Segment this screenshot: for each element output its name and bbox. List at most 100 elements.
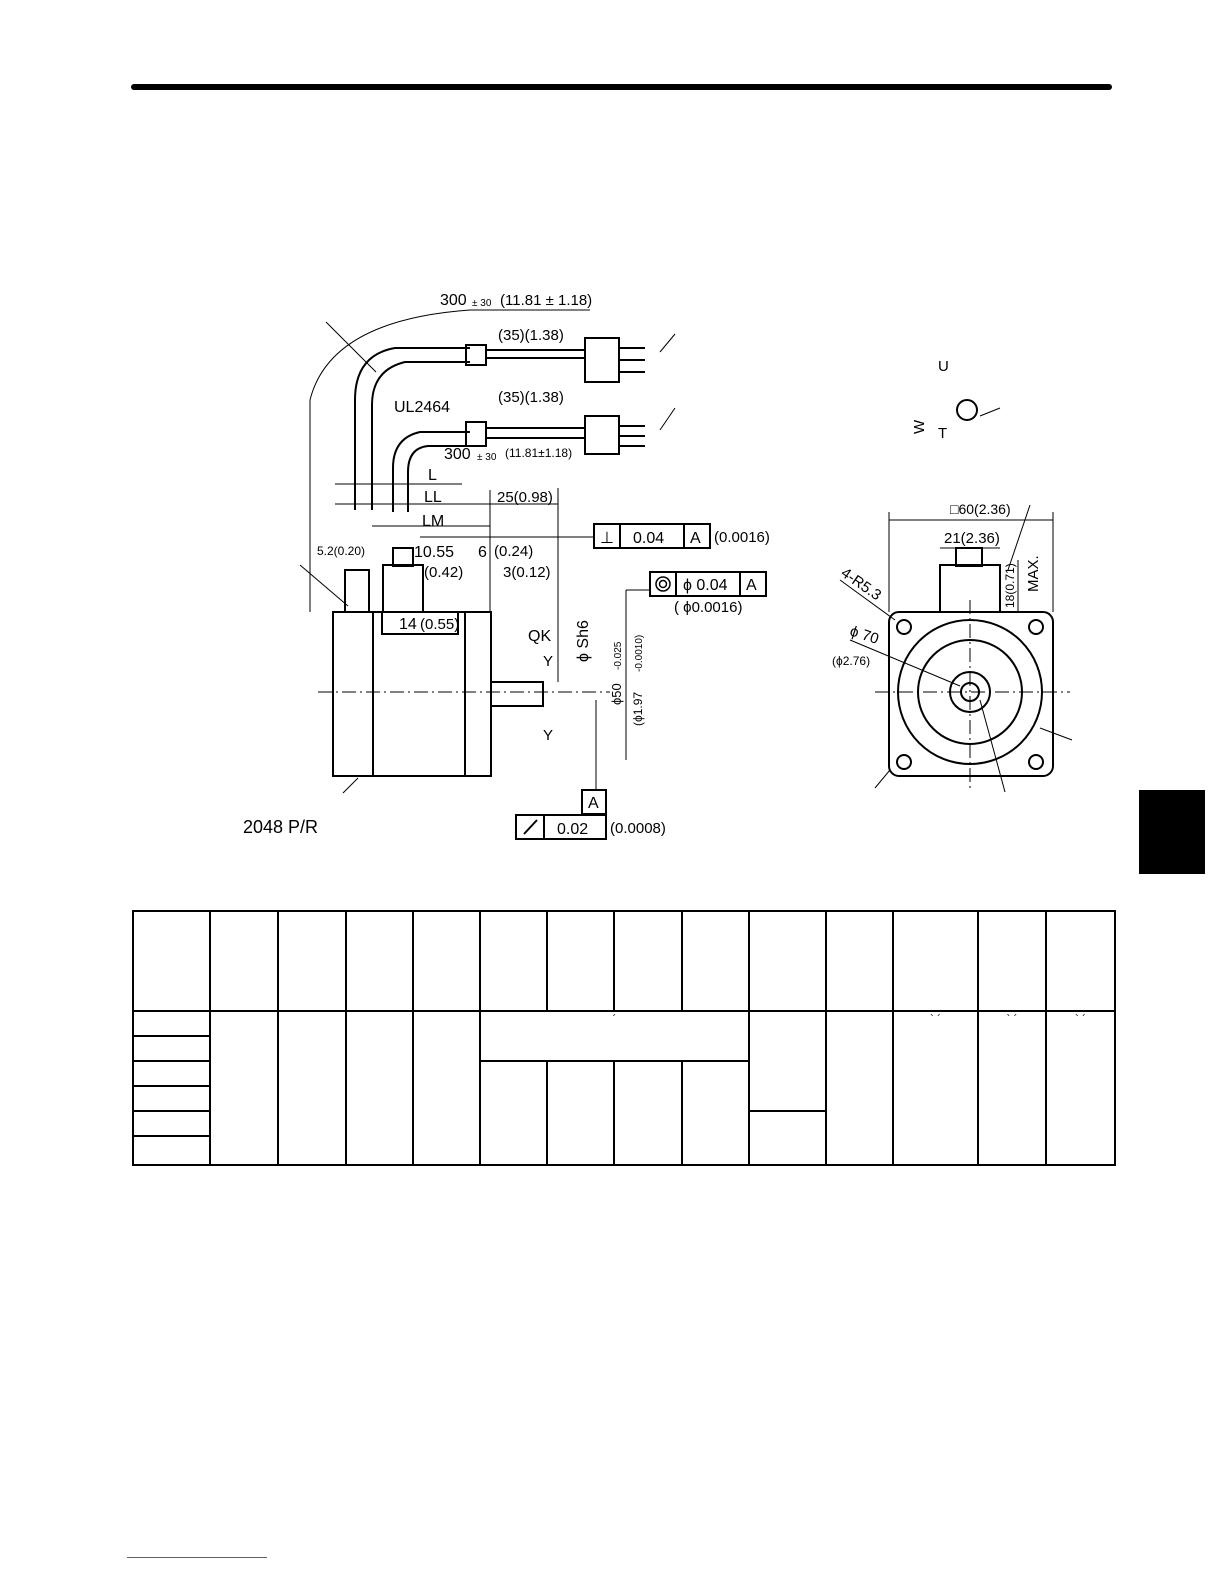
perp-symbol: ⊥ [600,530,614,547]
table-cell: ` ´ [1045,1009,1116,1167]
conc-value: ϕ 0.04 [683,577,728,594]
cable-length-2: 300 [444,446,471,463]
pcd: ϕ 70 [848,623,881,648]
cable-1 [354,347,470,510]
concentricity-frame: ϕ 0.04 A [649,571,767,597]
table-cell [479,910,548,1012]
table-cell [277,910,347,1012]
table-row [132,1134,1115,1167]
conc-inch: ( ϕ0.0016) [674,599,742,616]
dim-0-55: (0.55) [420,616,459,633]
cable-1-inner [371,361,470,510]
cable-type-label: UL2464 [394,399,450,416]
dim-14: 14 [399,616,417,633]
cable-2-inner [407,445,470,512]
flange-square [888,611,1054,777]
dim-L: L [428,467,437,484]
table-mark: ` ´ [1006,1011,1018,1026]
cable-tol-top: ± 30 [472,298,492,309]
dim-LM: LM [422,513,444,530]
dim-Y-top: Y [543,653,553,670]
dim-5-2: 5.2(0.20) [317,544,365,558]
motor-body [372,611,466,777]
table-row: ´ ` ´ ` ´ ` ´ [132,1009,1116,1167]
perpendicularity-frame: ⊥ 0.04 A [593,523,711,549]
key-T: T [938,425,947,442]
table-cell [412,910,481,1012]
dim-3: 3(0.12) [503,564,551,581]
model-cell [132,1084,211,1112]
connector-2 [584,415,620,455]
encoder-housing [332,611,374,777]
runout-frame: 0.02 [515,814,607,840]
table-row [132,1059,1115,1167]
chapter-tab [1139,790,1205,874]
connector-1 [584,337,620,383]
cable-length-top: 300 [440,292,467,309]
table-cell [479,1059,548,1167]
table-mark: ` ´ [929,1011,942,1026]
dim-0-24: (0.24) [494,543,533,560]
table-cell [892,910,979,1012]
model-cell [132,1009,211,1037]
pcd-inch: (ϕ2.76) [832,654,870,668]
perp-datum: A [690,530,701,547]
flange-dia-inch: (ϕ1.97 [631,692,645,726]
max-label: MAX. [1025,555,1042,592]
shaft [490,681,544,707]
table-row [132,1084,1115,1112]
mount-holes: 4-R5.3 [838,564,885,604]
table-header-row [132,910,1116,1012]
top-rule [131,84,1112,90]
footer-link-underline[interactable] [127,1557,267,1558]
table-cell [412,1009,481,1167]
table-cell [277,1009,347,1167]
runout-value: 0.02 [557,821,588,838]
table-cell [546,1059,615,1167]
table-row [132,1109,1115,1167]
flange-tol-inch: -0.0010) [634,635,645,672]
table-cell [977,910,1047,1012]
cable-2 [392,431,470,512]
key-W: W [911,419,928,434]
table-cell [132,910,211,1012]
table-cell [681,910,750,1012]
cable-2-sleeve [465,421,487,447]
perp-value: 0.04 [633,530,664,547]
model-cell [132,1109,211,1137]
dim-0-42: (0.42) [424,564,463,581]
runout-inch: (0.0008) [610,820,666,837]
table-cell [681,1059,750,1167]
dimension-table: ´ ` ´ ` ´ ` ´ [132,910,1116,1167]
cable-1-sleeve [465,344,487,366]
flange-dia: ϕ50 [609,683,624,705]
table-cell [1045,910,1116,1012]
table-cell [546,910,615,1012]
datum-A: A [588,795,599,812]
dim-6: 6 [478,544,487,561]
table-cell [345,910,414,1012]
table-cell: ` ´ [977,1009,1047,1167]
table-cell [613,910,683,1012]
table-cell [345,1009,414,1167]
table-mark: ´ [612,1011,617,1026]
table-cell: ` ´ [892,1009,979,1167]
key-U: U [938,358,949,375]
power-connector [382,564,424,613]
perp-inch: (0.0016) [714,529,770,546]
table-cell [209,910,279,1012]
square-flange-dim: □60(2.36) [950,501,1011,517]
table-cell [748,1009,827,1112]
cable-tol-2: ± 30 [477,452,497,463]
cable-length-2-inch: (11.81±1.18) [505,446,572,460]
shaft-key-section [956,399,978,421]
dim-21: 21(2.36) [944,530,1000,547]
dim-Y-bottom: Y [543,727,553,744]
model-cell [132,1059,211,1087]
dim-14-box [381,611,459,635]
motor-outline-drawing: 300 ± 30 (11.81 ± 1.18) (35)(1.38) (35)(… [243,292,1073,840]
merged-cell: ´ [479,1009,750,1062]
dim-QK: QK [528,628,551,645]
encoder-connector [344,569,370,613]
table-cell [825,1009,894,1167]
